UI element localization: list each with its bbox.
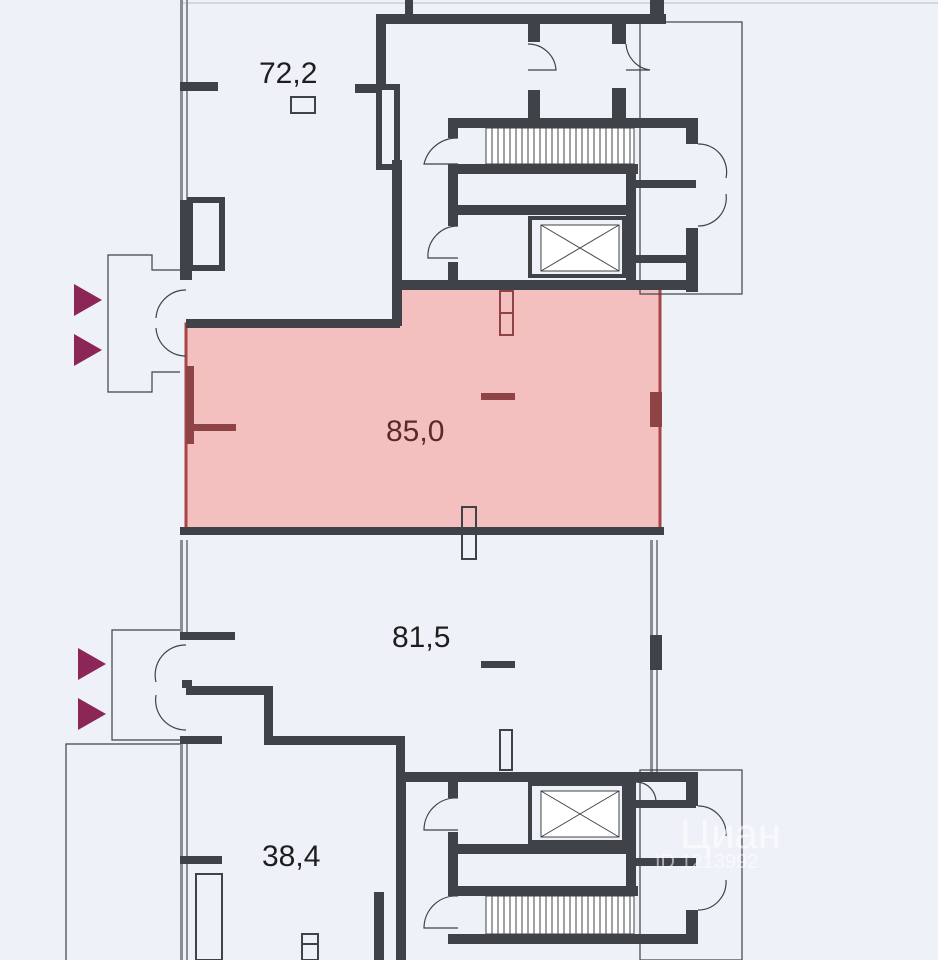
entrance-arrow-icon xyxy=(74,284,106,730)
window-segment xyxy=(650,392,662,427)
shaft xyxy=(195,873,223,960)
entrance-lobby-top xyxy=(107,254,187,393)
vent xyxy=(290,96,316,114)
watermark: Циан ID 1213992 xyxy=(655,810,781,873)
unit-middle[interactable] xyxy=(180,506,664,780)
unit-top[interactable] xyxy=(186,14,402,328)
elevator-icon xyxy=(528,216,626,278)
unit-bottom[interactable] xyxy=(65,743,384,960)
stairs-icon xyxy=(485,895,635,935)
entry-wall-segment xyxy=(186,366,194,444)
watermark-logo-text: Циан xyxy=(680,810,781,857)
unit-top-area-label: 72,2 xyxy=(259,57,317,90)
left-facade xyxy=(180,0,235,960)
column-marker xyxy=(481,393,515,400)
bottom-core xyxy=(396,769,743,960)
vent-shaft xyxy=(461,506,477,560)
vent xyxy=(301,933,319,960)
unit-middle-area-label: 81,5 xyxy=(392,621,450,654)
top-core xyxy=(376,0,743,295)
entrance-lobby-bottom xyxy=(111,629,192,741)
unit-selected-area-label: 85,0 xyxy=(386,415,444,448)
partition-stub xyxy=(186,424,236,431)
door-swing-icon xyxy=(423,781,727,929)
elevator-icon xyxy=(528,782,626,844)
stairs-icon xyxy=(485,127,635,165)
window-segment xyxy=(650,635,662,670)
door-swing-icon xyxy=(423,43,728,259)
unit-bottom-area-label: 38,4 xyxy=(262,840,320,873)
shaft xyxy=(187,197,225,271)
column-marker xyxy=(481,661,515,668)
watermark-id-text: ID 1213992 xyxy=(655,851,758,873)
